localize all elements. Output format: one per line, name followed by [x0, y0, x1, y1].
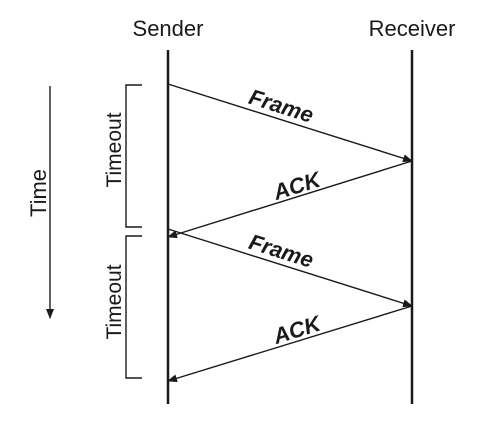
- ack-arrow: [167, 305, 413, 383]
- ack-arrow: [167, 160, 413, 239]
- ack-label: ACK: [269, 166, 325, 205]
- receiver-label: Receiver: [369, 16, 456, 41]
- frame-label: Frame: [246, 229, 317, 273]
- frame-arrow: [167, 83, 413, 163]
- time-label: Time: [26, 169, 51, 217]
- timeout-bracket: [125, 84, 142, 228]
- timeout-label: Timeout: [103, 112, 126, 187]
- frame-label: Frame: [246, 84, 317, 128]
- ack-label: ACK: [269, 310, 325, 349]
- frame-arrow: [167, 228, 413, 308]
- timeout-bracket: [125, 235, 142, 379]
- sender-label: Sender: [133, 16, 204, 41]
- timeout-label: Timeout: [103, 264, 126, 339]
